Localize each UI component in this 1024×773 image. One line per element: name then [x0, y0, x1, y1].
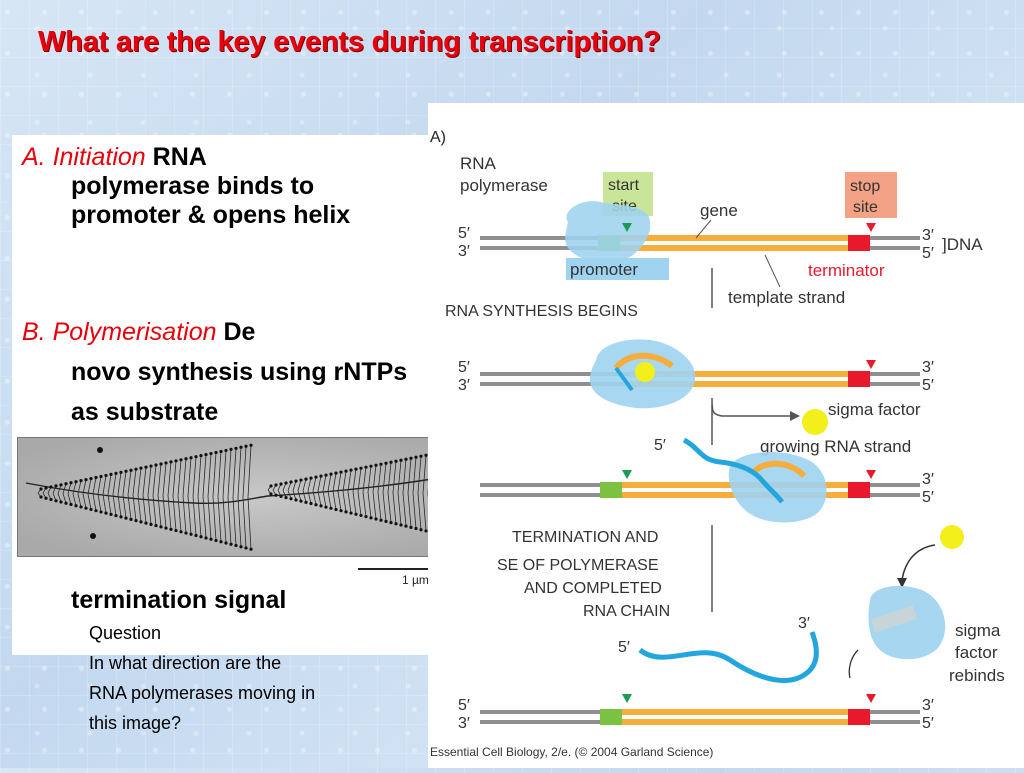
label-sigma-rebinds-1: sigma: [955, 621, 1001, 640]
electron-micrograph: [17, 437, 497, 557]
question-line-3: this image?: [89, 713, 182, 733]
rna-five-prime-4: 5′: [618, 639, 630, 656]
bullet-termination: termination signal: [71, 586, 287, 614]
label-sigma-rebinds-2: factor: [955, 643, 998, 662]
five-prime-2b: 5′: [922, 377, 934, 394]
three-prime-2b: 3′: [922, 359, 934, 376]
label-terminator: terminator: [808, 261, 885, 280]
bullet-b-text: novo synthesis using rNTPs as substrate: [71, 358, 408, 426]
question-heading: Question: [89, 623, 162, 643]
label-termination-4: RNA CHAIN: [583, 603, 670, 620]
panel-label: A): [430, 129, 446, 146]
label-termination-2: SE OF POLYMERASE: [497, 557, 659, 574]
free-polymerase: [868, 585, 946, 660]
three-prime-3b: 3′: [922, 471, 934, 488]
sigma-factor-rebinding: [940, 525, 964, 549]
scale-bar: [358, 568, 444, 570]
promoter-box: [566, 258, 669, 280]
question-line-1: In what direction are the: [89, 653, 282, 673]
release-arrow: [848, 649, 859, 679]
figure-credit: Essential Cell Biology, 2/e. (© 2004 Gar…: [430, 745, 713, 759]
label-rna: RNA: [460, 154, 497, 173]
five-prime-1a: 5′: [458, 225, 470, 242]
five-prime-4a: 5′: [458, 697, 470, 714]
label-termination-1: TERMINATION AND: [512, 529, 658, 546]
gene-pointer: [695, 219, 712, 239]
bullet-polymerisation: B. Polymerisation De novo synthesis usin…: [22, 312, 422, 432]
three-prime-1b: 3′: [922, 227, 934, 244]
label-polymerase: polymerase: [460, 176, 548, 195]
label-termination-3: AND COMPLETED: [524, 580, 662, 597]
sigma-release-arrowhead: [790, 411, 800, 421]
rna-three-prime-4: 3′: [798, 615, 810, 632]
scale-label: 1 µm: [402, 573, 429, 587]
five-prime-2a: 5′: [458, 359, 470, 376]
label-sigma-rebinds-3: rebinds: [949, 666, 1005, 685]
bullet-b-text-start: De: [223, 318, 256, 346]
label-growing-rna-strand: growing RNA strand: [760, 437, 911, 456]
completed-rna-chain: [638, 631, 819, 683]
rebind-arrow: [901, 544, 936, 581]
dna-row-2: [480, 339, 920, 409]
dna-row-3: [480, 437, 920, 523]
bullet-a-label: Initiation: [52, 143, 146, 171]
bullet-a-text-start: RNA: [152, 143, 207, 171]
template-pointer: [764, 254, 781, 288]
three-prime-4b: 3′: [922, 697, 934, 714]
dna-row-4: [480, 694, 920, 725]
label-gene: gene: [700, 201, 738, 220]
bullet-a-marker: A.: [22, 143, 46, 171]
label-start: start: [608, 177, 640, 194]
three-prime-1a: 3′: [458, 243, 470, 260]
rebind-arrowhead: [897, 578, 907, 588]
question-line-2: RNA polymerases moving in: [89, 683, 316, 703]
bullet-b-label: B. Polymerisation: [22, 318, 217, 346]
label-stop: stop: [850, 178, 880, 195]
bullet-a-text: polymerase binds to promoter & opens hel…: [71, 172, 351, 229]
label-rna-synthesis-begins: RNA SYNTHESIS BEGINS: [445, 303, 638, 320]
bullet-initiation: A. Initiation RNA polymerase binds to pr…: [22, 143, 422, 230]
five-prime-3b: 5′: [922, 489, 934, 506]
three-prime-4a: 3′: [458, 715, 470, 732]
five-prime-1b: 5′: [922, 245, 934, 262]
label-stop-site: site: [853, 199, 878, 216]
label-sigma-factor: sigma factor: [828, 400, 921, 419]
label-template-strand: template strand: [728, 288, 845, 307]
slide-title: What are the key events during transcrip…: [38, 26, 661, 58]
five-prime-4b: 5′: [922, 715, 934, 732]
sigma-factor-released: [802, 409, 828, 435]
transcription-diagram: A) RNA polymerase start site gene stop s…: [428, 103, 1024, 768]
sigma-release-arrow: [711, 397, 790, 417]
rna-five-prime-3: 5′: [654, 437, 666, 454]
stop-site-box: [845, 172, 897, 218]
polymerase-channel: [870, 605, 918, 633]
label-dna: ]DNA: [942, 235, 983, 254]
label-promoter: promoter: [570, 260, 638, 279]
three-prime-2a: 3′: [458, 377, 470, 394]
question-block: Question In what direction are the RNA p…: [89, 618, 419, 738]
dna-row-1: [480, 201, 920, 263]
